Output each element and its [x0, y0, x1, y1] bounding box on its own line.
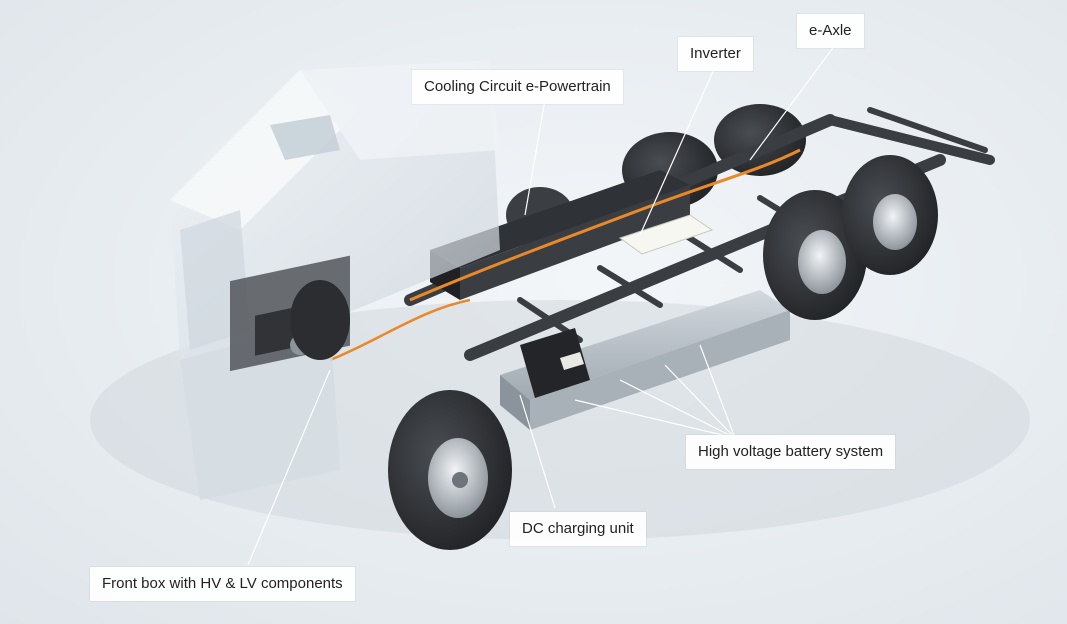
- label-dc-charging: DC charging unit: [510, 512, 646, 546]
- label-cooling-circuit: Cooling Circuit e-Powertrain: [412, 70, 623, 104]
- label-inverter: Inverter: [678, 37, 753, 71]
- label-battery-system: High voltage battery system: [686, 435, 896, 469]
- leader-lines: [247, 44, 836, 566]
- rear-tires-near: [763, 155, 938, 320]
- front-tire-far: [290, 280, 350, 360]
- inverter-unit: [618, 214, 714, 255]
- label-front-box: Front box with HV & LV components: [90, 567, 355, 601]
- label-e-axle: e-Axle: [797, 14, 864, 48]
- dc-charging-box: [520, 328, 590, 398]
- front-tire-near: [388, 390, 512, 550]
- cooling-pipe: [409, 148, 801, 302]
